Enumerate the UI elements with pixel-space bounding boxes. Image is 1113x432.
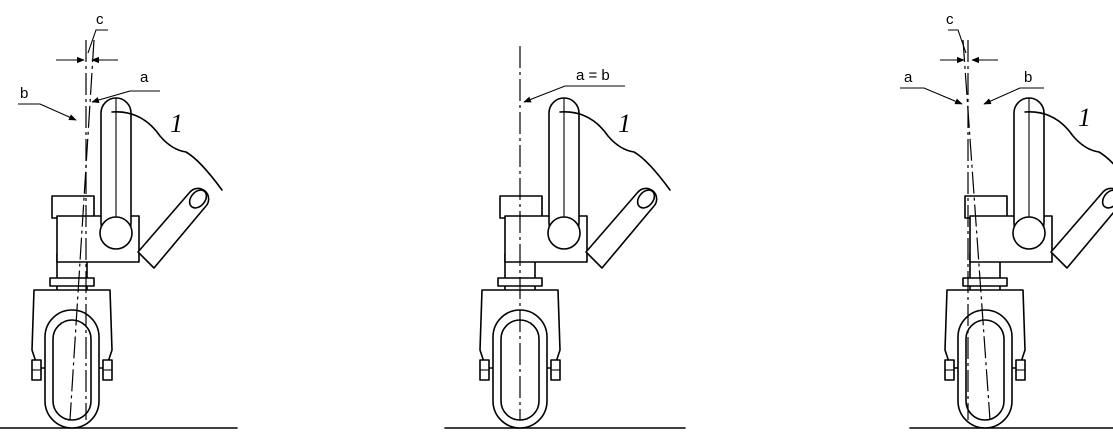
view-right: c a b 1 — [900, 11, 1113, 429]
label-b: b — [1024, 69, 1032, 86]
axis-b-line — [69, 39, 95, 421]
label-c: c — [96, 11, 104, 28]
label-a: a — [904, 69, 913, 86]
label-b: b — [20, 85, 28, 102]
label-c: c — [946, 11, 954, 28]
view-left: c a b 1 — [0, 11, 238, 429]
label-a: a — [140, 69, 149, 86]
item-number-1: 1 — [170, 109, 183, 138]
axis-b-line — [962, 39, 991, 421]
item-number-1: 1 — [618, 109, 631, 138]
view-center: a = b 1 — [444, 46, 686, 429]
label-a-equals-b: a = b — [576, 67, 610, 84]
item-number-1: 1 — [1078, 103, 1091, 132]
